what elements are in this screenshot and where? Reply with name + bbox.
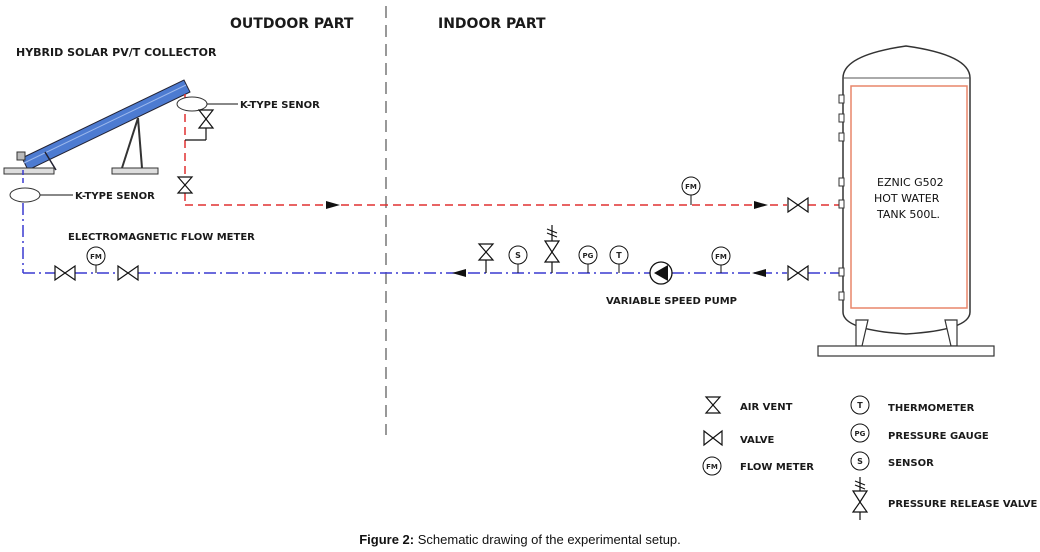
pressure-gauge-indoor: PG [578,245,598,273]
sensor-indoor: S [508,245,528,273]
legend-sensor-symbol: S [850,451,870,471]
caption-text: Schematic drawing of the experimental se… [414,532,681,547]
variable-speed-pump [649,261,673,285]
legend: AIR VENT VALVE FM FLOW METER T THERMOMET… [702,395,1037,520]
flow-meter-hot: FM [681,176,701,205]
flow-meter-cold: FM [711,246,731,273]
pump-label: VARIABLE SPEED PUMP [606,296,737,307]
k-type-sensor-bottom [9,187,41,203]
legend-air-vent-symbol [704,396,722,414]
legend-pressure-gauge: PRESSURE GAUGE [888,431,989,442]
caption-prefix: Figure 2: [359,532,415,547]
flow-meter-outdoor: FM [86,246,106,273]
air-vent-hot-top [197,109,215,129]
hot-flow-arrow [326,201,340,209]
pressure-release-valve-indoor [543,225,561,273]
pvt-collector [3,79,191,175]
legend-valve-symbol [703,429,723,447]
legend-air-vent: AIR VENT [740,402,793,413]
sensor-top-label: K-TYPE SENOR [240,100,320,111]
legend-pressure-release-valve-symbol [851,477,869,520]
valve-cold-tank [787,264,809,282]
legend-valve: VALVE [740,435,775,446]
legend-pressure-gauge-symbol: PG [850,423,870,443]
cold-flow-arrow [452,269,466,277]
hot-water-tank [817,45,995,357]
valve-outdoor-1 [54,264,76,282]
svg-text:FM: FM [715,253,727,261]
valve-hot-tank [787,196,809,214]
sensor-bottom-label: K-TYPE SENOR [75,191,155,202]
svg-text:FM: FM [90,253,102,261]
svg-text:FM: FM [685,183,697,191]
svg-text:S: S [857,457,863,466]
legend-pressure-release-valve: PRESSURE RELEASE VALVE [888,499,1037,510]
tank-label-line3: TANK 500L. [876,208,940,221]
indoor-heading: INDOOR PART [438,16,546,32]
air-vent-indoor [477,243,495,273]
svg-text:T: T [616,251,622,260]
svg-text:T: T [857,401,863,410]
outdoor-heading: OUTDOOR PART [230,16,354,32]
valve-outdoor-2 [117,264,139,282]
tank-label-line2: HOT WATER [874,192,940,205]
svg-text:PG: PG [855,430,866,438]
cold-flow-arrow [752,269,766,277]
legend-flow-meter-symbol: FM [702,456,722,476]
air-vent-hot [176,176,194,194]
legend-flow-meter: FLOW METER [740,462,814,473]
thermometer-indoor: T [609,245,629,273]
svg-text:FM: FM [706,463,718,471]
flow-meter-label: ELECTROMAGNETIC FLOW METER [68,232,255,243]
legend-sensor: SENSOR [888,458,934,469]
svg-text:PG: PG [583,252,594,260]
tank-label-line1: EZNIC G502 [877,176,944,189]
cold-water-line [22,203,842,274]
collector-label: HYBRID SOLAR PV/T COLLECTOR [16,46,217,59]
hot-flow-arrow [754,201,768,209]
figure-caption: Figure 2: Schematic drawing of the exper… [0,532,1040,547]
legend-thermometer: THERMOMETER [888,403,975,414]
k-type-sensor-top [176,96,208,112]
legend-thermometer-symbol: T [850,395,870,415]
svg-text:S: S [515,251,521,260]
